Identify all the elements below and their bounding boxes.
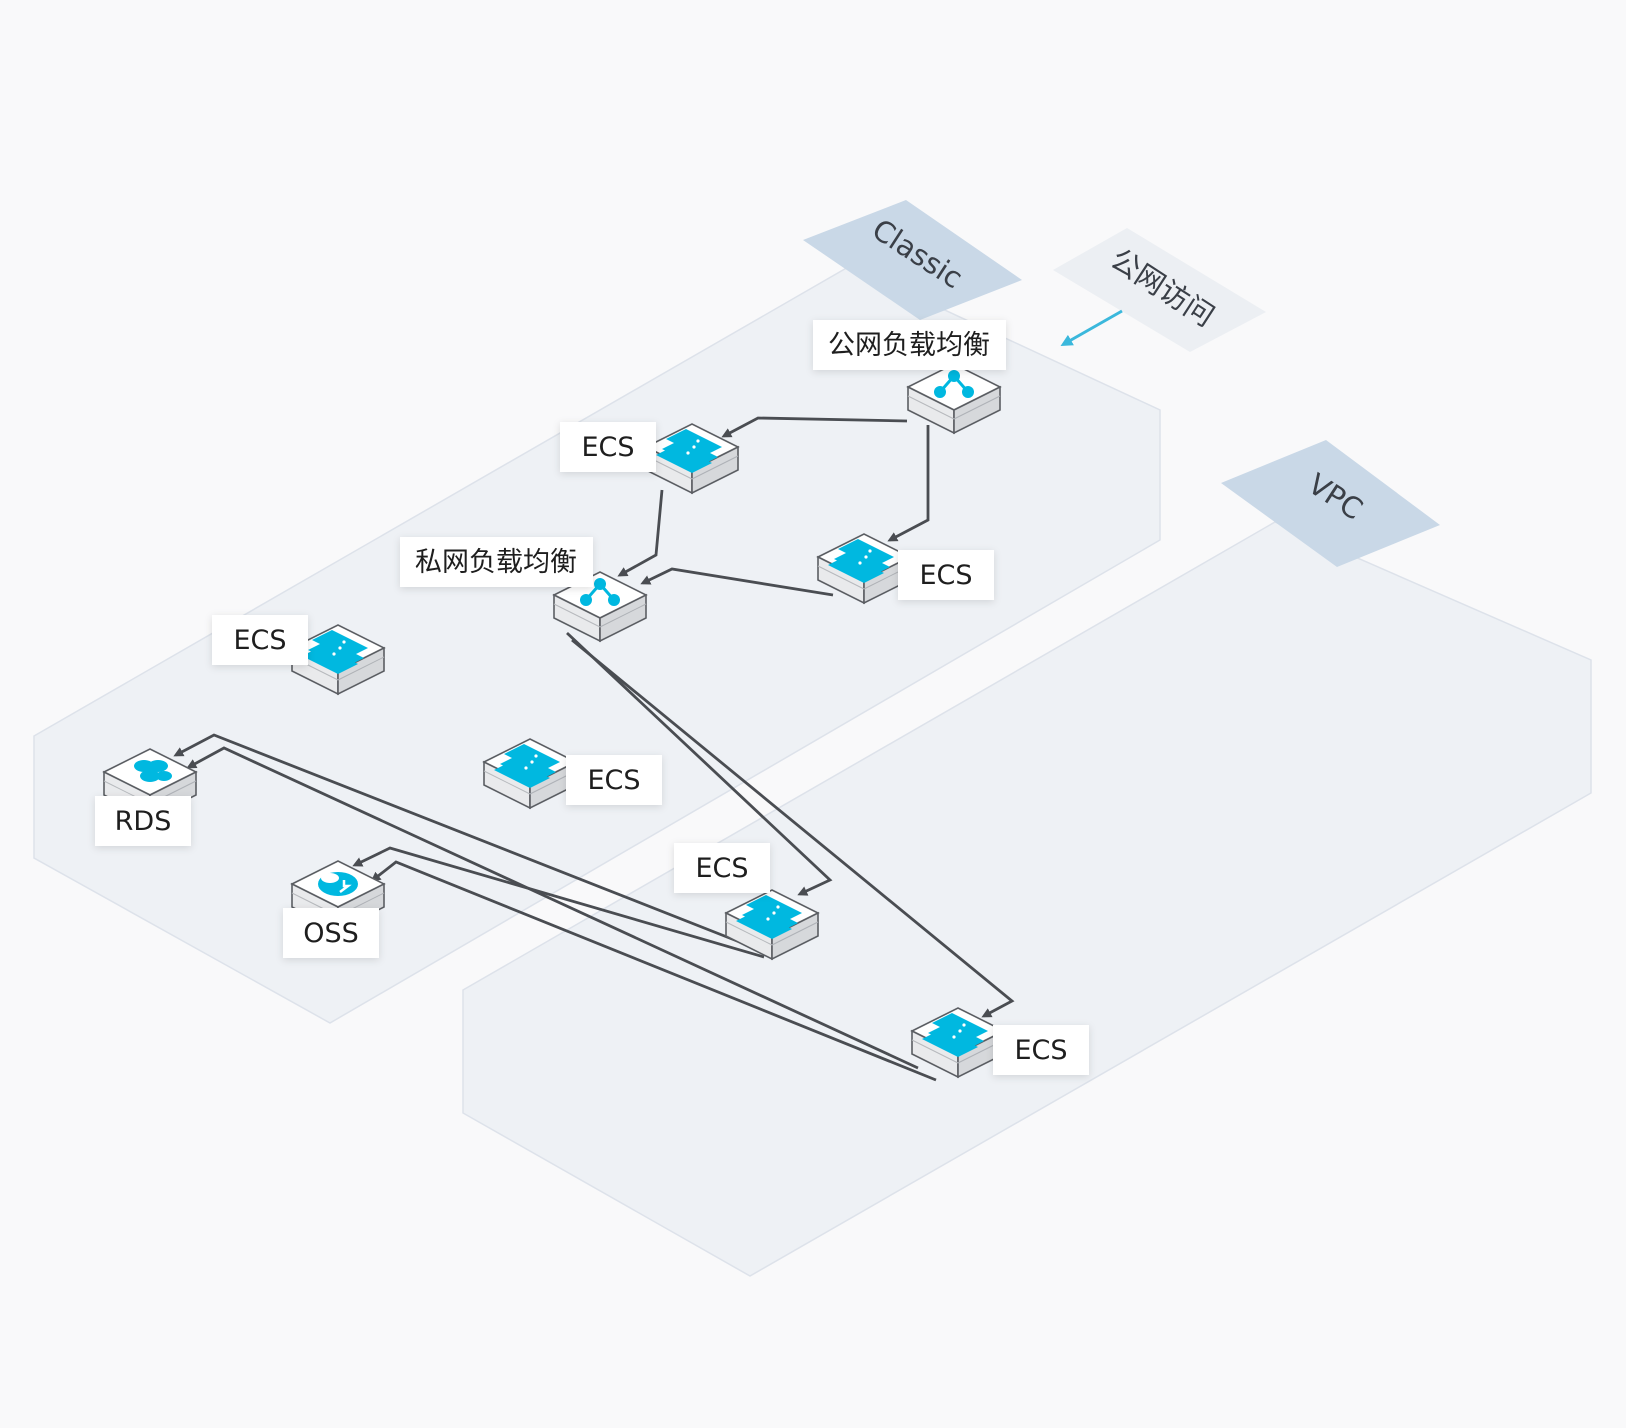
connector-public-slb-to-ecs-right [887,425,930,542]
oss-label: OSS [303,918,359,949]
public-access-arrow [1060,309,1123,346]
ecs-top-label: ECS [581,432,634,463]
connector-private-slb-to-ecs-vpc [571,638,1015,1018]
connector-ecs-classic-bottom-to-oss [352,846,765,959]
label-ecs-left: ECS [212,615,308,665]
storage-icon [316,870,360,898]
connectors [173,416,1015,1082]
label-ecs-classic-bottom: ECS [674,843,770,893]
label-public-slb: 公网负载均衡 [813,320,1006,370]
connector-private-slb-to-ecs-classic-bottom [566,631,833,896]
connector-ecs-classic-bottom-to-rds [173,733,761,952]
vpc-zone-tag: VPC [1221,440,1440,567]
connector-public-slb-to-ecs-top [721,416,908,438]
ecs-right-label: ECS [919,560,972,591]
ecs-left-label: ECS [233,625,286,656]
rds-label: RDS [115,806,172,837]
connector-ecs-top-to-private-slb [617,489,664,577]
classic-zone-tag: Classic [803,200,1022,320]
label-ecs-top: ECS [560,422,656,472]
label-ecs-middle: ECS [566,755,662,805]
label-oss: OSS [283,908,379,958]
public-slb-label: 公网负载均衡 [828,330,990,361]
label-ecs-vpc: ECS [993,1025,1089,1075]
connector-ecs-right-to-private-slb [640,567,834,597]
label-private-slb: 私网负载均衡 [400,537,593,587]
connector-ecs-vpc-to-oss [370,860,937,1082]
private-slb-label: 私网负载均衡 [415,547,577,578]
label-rds: RDS [95,796,191,846]
connector-ecs-vpc-to-rds [186,746,919,1070]
ecs-vpc-label: ECS [1014,1035,1067,1066]
label-ecs-right: ECS [898,550,994,600]
ecs-middle-label: ECS [587,765,640,796]
ecs-classic-bottom-label: ECS [695,853,748,884]
